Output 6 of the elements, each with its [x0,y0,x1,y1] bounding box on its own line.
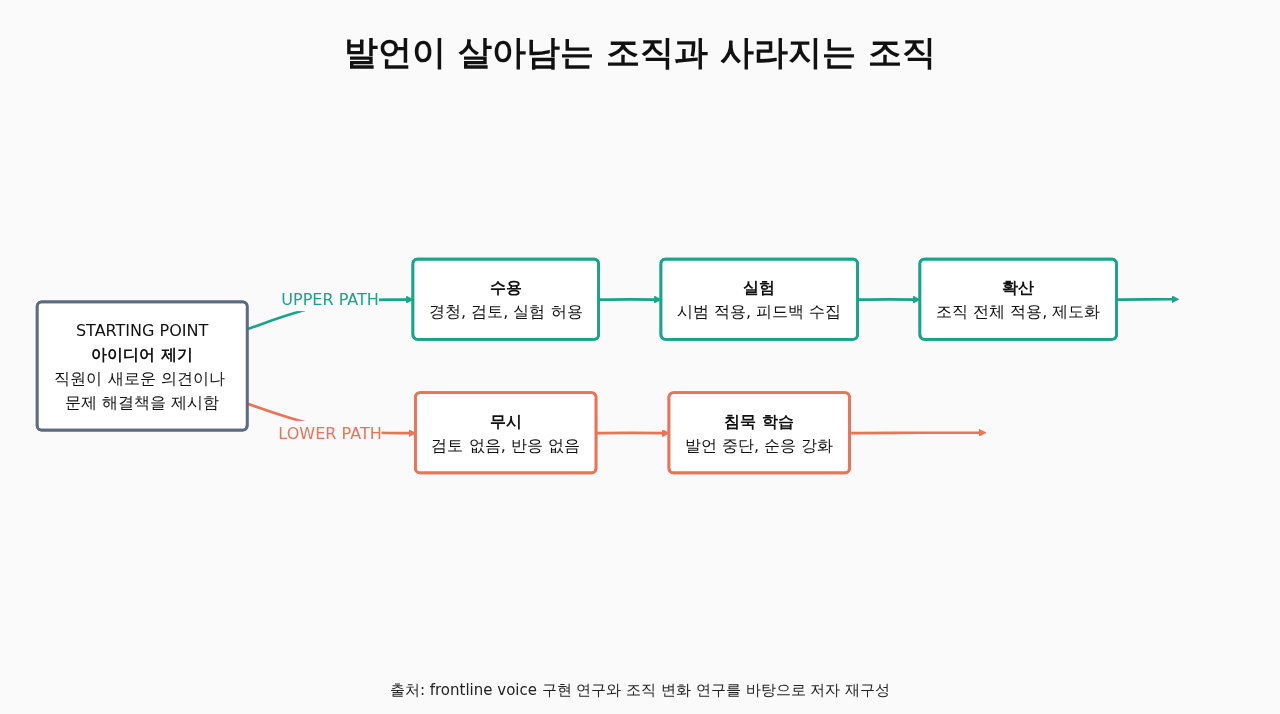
caption: 출처: frontline voice 구현 연구와 조직 변화 연구를 바탕으로 저자 재구성 [388,681,892,700]
diagram-title: 발언이 살아남는 조직과 사라지는 조직 [343,31,937,74]
arrow [849,428,987,437]
edge-label: UPPER PATH [281,289,379,309]
arrow [1116,295,1180,304]
edge-label: LOWER PATH [278,423,382,443]
